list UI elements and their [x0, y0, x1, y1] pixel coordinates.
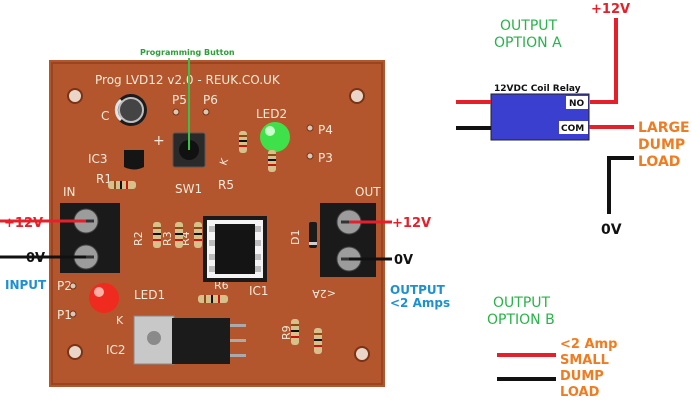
- label-r1: R1: [96, 172, 112, 186]
- option-a-ground-label: 0V: [601, 222, 622, 238]
- programming-button-label: Programming Button: [140, 48, 235, 57]
- mount-hole-bl: [67, 344, 83, 360]
- label-p3: P3: [318, 151, 333, 165]
- ic1-dip8: [203, 216, 267, 282]
- output-wiring: +12V 0V OUTPUT <2 Amps: [349, 216, 450, 310]
- label-r2: R2: [132, 231, 145, 246]
- pcb-title: Prog LVD12 v2.0 - REUK.CO.UK: [95, 73, 281, 87]
- resistor-led2: [268, 150, 276, 172]
- option-b-title-1: OUTPUT: [493, 295, 551, 311]
- option-a-supply-wire: [590, 18, 618, 104]
- relay-no-box: [566, 96, 588, 109]
- label-led2: LED2: [256, 107, 287, 121]
- label-k-r5: K: [218, 157, 231, 167]
- resistor-r6: [198, 295, 228, 303]
- output-label: OUTPUT: [390, 283, 446, 297]
- option-b-load-3: DUMP: [560, 369, 604, 384]
- resistor-r1: [108, 181, 136, 189]
- resistor-r2: [153, 222, 161, 248]
- input-12v-label: +12V: [4, 216, 43, 231]
- input-label: INPUT: [5, 278, 47, 292]
- resistor-r3: [175, 222, 183, 248]
- label-in: IN: [63, 185, 76, 199]
- label-sw1: SW1: [175, 182, 202, 196]
- output-option-b: OUTPUT OPTION B <2 Amp SMALL DUMP LOAD: [487, 295, 617, 400]
- label-p2: P2: [57, 279, 72, 293]
- label-r6: R6: [214, 279, 229, 292]
- label-p1: P1: [57, 308, 72, 322]
- label-plus: +: [153, 133, 165, 149]
- option-a-load-1: LARGE: [638, 120, 690, 136]
- programming-button-callout: Programming Button: [140, 48, 235, 150]
- label-r9: R9: [280, 325, 293, 340]
- capacitor-c: [114, 94, 147, 126]
- option-b-title-2: OPTION B: [487, 312, 555, 328]
- label-p6: P6: [203, 93, 218, 107]
- input-terminal-block: [60, 203, 120, 273]
- option-a-load-2: DUMP: [638, 137, 685, 153]
- mount-hole-br: [354, 346, 370, 362]
- label-ic1: IC1: [249, 284, 269, 298]
- output-12v-label: +12V: [392, 216, 431, 231]
- label-ic2: IC2: [106, 343, 126, 357]
- label-d1: D1: [289, 230, 302, 245]
- label-out: OUT: [355, 185, 381, 199]
- ic2-regulator: [133, 315, 246, 365]
- output-0v-label: 0V: [394, 253, 413, 268]
- label-c: C: [101, 109, 109, 123]
- label-k-led1: K: [116, 314, 124, 327]
- led1-red: [89, 283, 119, 313]
- led2-green: [260, 122, 290, 152]
- resistor-r5-top: [239, 131, 247, 153]
- output-limit-label: <2 Amps: [390, 296, 450, 310]
- output-terminal-block: [320, 203, 376, 277]
- option-b-load-4: LOAD: [560, 385, 600, 400]
- mount-hole-tl: [67, 88, 83, 104]
- label-r3: R3: [161, 231, 174, 246]
- input-0v-label: 0V: [26, 251, 45, 266]
- resistor-r9b: [314, 328, 322, 354]
- label-ic3: IC3: [88, 152, 108, 166]
- pcb-pads: [69, 108, 314, 318]
- diode-d1: [309, 222, 317, 248]
- relay-label: 12VDC Coil Relay: [494, 84, 581, 94]
- mount-hole-tr: [349, 88, 365, 104]
- resistor-r9a: [291, 319, 299, 345]
- option-b-load-1: <2 Amp: [560, 337, 617, 352]
- option-a-title-2: OPTION A: [494, 35, 562, 51]
- label-p5: P5: [172, 93, 187, 107]
- label-p4: P4: [318, 123, 333, 137]
- resistors: [108, 131, 322, 354]
- option-a-load-3: LOAD: [638, 154, 680, 170]
- label-led1: LED1: [134, 288, 165, 302]
- option-a-ground-wire: [607, 156, 634, 214]
- input-wiring: +12V 0V INPUT: [0, 216, 86, 292]
- label-r5: R5: [218, 178, 234, 192]
- option-a-title-1: OUTPUT: [500, 18, 558, 34]
- relay-com-box: [559, 121, 588, 134]
- option-b-load-2: SMALL: [560, 353, 609, 368]
- relay-com-label: COM: [561, 124, 584, 134]
- ic3-transistor: [124, 150, 144, 170]
- relay-no-label: NO: [569, 99, 585, 109]
- resistor-r4: [194, 222, 202, 248]
- option-a-supply-label: +12V: [591, 2, 630, 17]
- pcb-board: Prog LVD12 v2.0 - REUK.CO.UK P5 P6 LED2 …: [49, 60, 385, 387]
- label-2a: <2A: [312, 287, 336, 300]
- output-option-a: OUTPUT OPTION A +12V 12VDC Coil Relay NO…: [456, 2, 690, 238]
